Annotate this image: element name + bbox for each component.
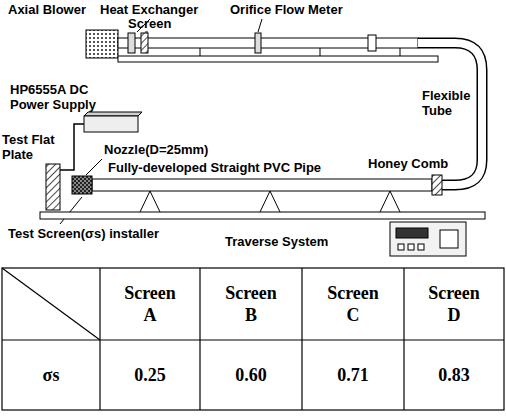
table-cell: 0.71: [337, 364, 369, 386]
leader-lines: [60, 19, 262, 224]
row-header: σs: [43, 364, 60, 386]
heat-exchanger: [128, 33, 135, 53]
part-label: Test Screen(σs) installer: [8, 226, 159, 241]
table-header: Screen C: [320, 282, 386, 326]
table-header: Screen B: [218, 282, 284, 326]
part-label: Traverse System: [225, 234, 328, 249]
upper-base: [118, 56, 438, 62]
power-wire: [60, 124, 84, 170]
part-label: Nozzle(D=25mm): [104, 142, 208, 157]
traverse-buttons: [398, 230, 458, 250]
table-cell: 0.25: [134, 364, 166, 386]
table-header: Screen D: [421, 282, 487, 326]
table-cell: 0.60: [235, 364, 267, 386]
nozzle: [72, 176, 92, 194]
pipe-coupling: [368, 35, 376, 51]
part-label: Orifice Flow Meter: [230, 2, 343, 17]
test-flat-plate: [46, 164, 60, 210]
part-label: HP6555A DC Power Supply: [10, 82, 116, 112]
traverse-display: [396, 228, 428, 238]
axial-blower: [86, 30, 118, 58]
part-label: Axial Blower: [8, 2, 86, 17]
traverse-controller: [390, 222, 466, 256]
part-label: Fully-developed Straight PVC Pipe: [108, 160, 321, 175]
part-label: Flexible Tube: [422, 88, 474, 118]
pipe-supports: [140, 191, 400, 212]
part-label: Honey Comb: [368, 156, 448, 171]
part-label: Heat Exchanger: [100, 2, 198, 17]
honey-comb: [432, 175, 442, 195]
table-header: Screen A: [117, 282, 183, 326]
power-supply-top: [84, 112, 142, 116]
power-supply: [84, 116, 138, 132]
screen-flange: [141, 33, 148, 53]
pvc-pipe: [92, 179, 432, 191]
orifice-flange: [255, 33, 261, 53]
base-rail: [40, 212, 485, 219]
table-cell: 0.83: [438, 364, 470, 386]
part-label: Test Flat Plate: [2, 132, 66, 162]
sigma-table: [2, 268, 504, 410]
part-label: Screen: [128, 16, 171, 31]
